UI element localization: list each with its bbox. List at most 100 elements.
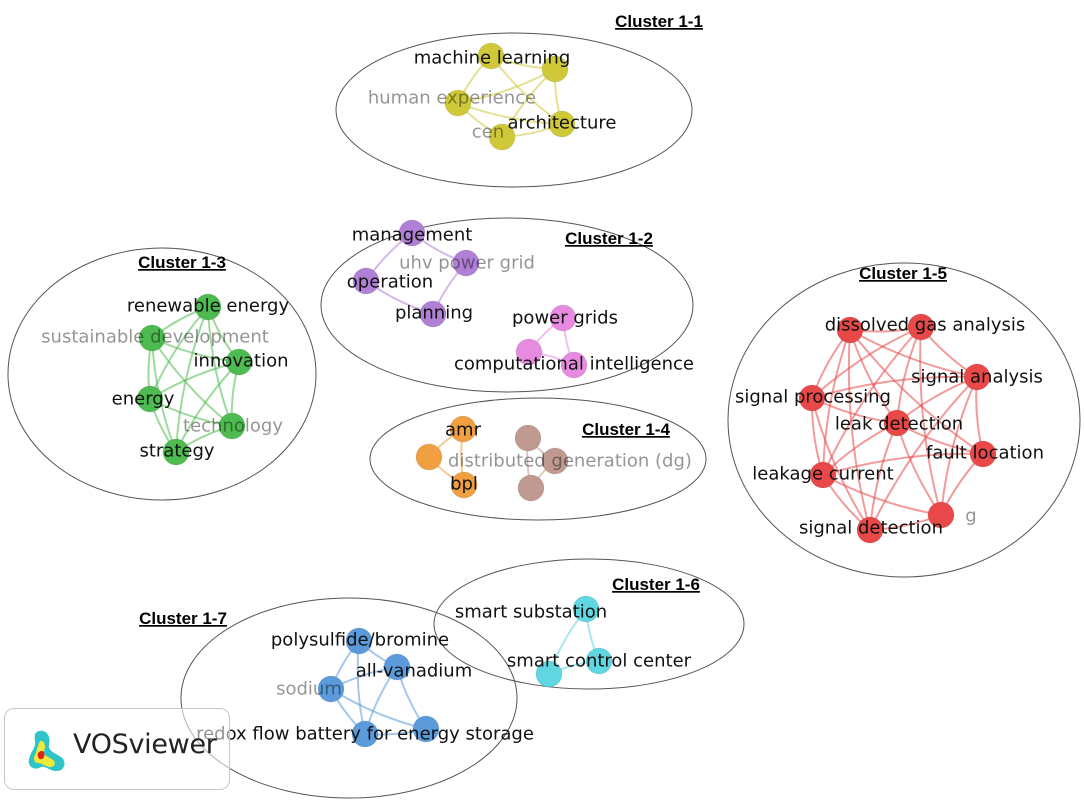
node-strategy[interactable] [162, 438, 190, 466]
node-power-grids[interactable] [549, 304, 577, 332]
cluster-ellipse-1-5 [727, 262, 1081, 578]
cluster-ellipse-1-3 [7, 247, 317, 501]
link-renewable-energy-strategy [175, 306, 209, 453]
cluster-title-1-3: Cluster 1-3 [138, 253, 226, 272]
node-label-g: g [965, 506, 976, 527]
node-label-smart-substation: smart substation [455, 602, 607, 623]
node-management[interactable] [398, 219, 426, 247]
node-bpl[interactable] [450, 471, 478, 499]
node-redox-flow[interactable] [351, 720, 379, 748]
node-label-energy: energy [112, 389, 175, 410]
node-smart-substation[interactable] [572, 595, 600, 623]
node-label-fault-location: fault location [926, 443, 1044, 464]
node-signal-analysis[interactable] [963, 363, 991, 391]
node-planning[interactable] [419, 300, 447, 328]
node-human-experience[interactable] [444, 89, 472, 117]
vosviewer-logo-text: VOSviewer [73, 729, 217, 760]
node-cen[interactable] [488, 123, 516, 151]
cluster-ellipse-1-7 [180, 597, 518, 799]
node-label-sustainable-development: sustainable development [41, 327, 269, 348]
node-label-strategy: strategy [139, 441, 214, 462]
node-sodium[interactable] [317, 675, 345, 703]
node-renewable-energy[interactable] [194, 293, 222, 321]
link-red-node-2-signal-processing [811, 326, 922, 399]
link-fault-location-leakage-current [822, 452, 984, 476]
node-orange-node-2[interactable] [415, 443, 443, 471]
node-label-management: management [352, 225, 473, 246]
node-leak-detection[interactable] [883, 409, 911, 437]
node-red-node-2[interactable] [907, 313, 935, 341]
node-sustainable-development[interactable] [138, 324, 166, 352]
cluster-title-1-4: Cluster 1-4 [582, 420, 670, 439]
cluster-ellipses [7, 32, 1081, 799]
node-label-operation: operation [347, 272, 433, 293]
node-amr[interactable] [449, 415, 477, 443]
node-label-technology: technology [183, 416, 283, 437]
node-label-signal-detection: signal detection [799, 518, 943, 539]
link-renewable-energy-technology [207, 306, 233, 427]
node-signal-detection[interactable] [856, 516, 884, 544]
node-architecture[interactable] [548, 110, 576, 138]
node-label-distributed-generation: distributed generation (dg) [448, 451, 692, 472]
cluster-titles: Cluster 1-1 Cluster 1-2 Cluster 1-3 Clus… [138, 12, 947, 628]
node-all-vanadium[interactable] [383, 653, 411, 681]
node-energy[interactable] [136, 385, 164, 413]
node-uhv-power-grid[interactable] [452, 249, 480, 277]
node-label-all-vanadium: all-vanadium [356, 661, 473, 682]
node-polysulfide-bromine[interactable] [345, 627, 373, 655]
node-label-redox-flow: redox flow battery for energy storage [196, 724, 534, 745]
vosviewer-logo: VOSviewer [4, 708, 230, 790]
node-label-smart-control-center: smart control center [507, 651, 692, 672]
node-label-signal-analysis: signal analysis [911, 367, 1043, 388]
node-dissolved-gas-analysis[interactable] [836, 316, 864, 344]
node-label-sodium: sodium [276, 679, 342, 700]
node-computational-intelligence[interactable] [560, 351, 588, 379]
node-fault-location[interactable] [969, 440, 997, 468]
node-brown-node-3[interactable] [517, 474, 545, 502]
node-label-dissolved-gas-analysis: dissolved gas analysis [825, 315, 1026, 336]
link-leakage-current-g [822, 474, 942, 516]
node-g[interactable] [927, 501, 955, 529]
cluster-ellipse-1-2 [320, 217, 694, 393]
cluster-title-1-5: Cluster 1-5 [859, 264, 947, 283]
cluster-title-1-2: Cluster 1-2 [565, 229, 653, 248]
node-smart-control-center[interactable] [585, 647, 613, 675]
node-distributed-generation[interactable] [541, 447, 569, 475]
node-label-renewable-energy: renewable energy [127, 296, 290, 317]
node-label-amr: amr [445, 420, 482, 441]
node-leakage-current[interactable] [809, 461, 837, 489]
node-label-cen: cen [472, 122, 504, 143]
vosviewer-logo-icon [28, 730, 65, 771]
link-signal-analysis-signal-processing [811, 375, 978, 399]
node-technology[interactable] [218, 412, 246, 440]
node-pink-node-3[interactable] [515, 338, 543, 366]
node-label-human-experience: human experience [368, 88, 536, 109]
cluster-title-1-7: Cluster 1-7 [139, 609, 227, 628]
link-signal-processing-signal-detection [811, 397, 871, 531]
node-cyan-node-3[interactable] [535, 660, 563, 688]
node-machine-learning[interactable] [477, 42, 505, 70]
node-label-bpl: bpl [450, 474, 478, 495]
link-dissolved-gas-analysis-signal-detection [847, 329, 871, 531]
link-polysulfide-bromine-redox-flow [356, 640, 366, 735]
node-label-architecture: architecture [508, 113, 617, 134]
cluster-ellipse-1-4 [369, 397, 707, 521]
link-signal-analysis-signal-detection [869, 376, 978, 531]
node-signal-processing[interactable] [798, 384, 826, 412]
link-dissolved-gas-analysis-leakage-current [822, 329, 851, 476]
node-label-polysulfide-bromine: polysulfide/bromine [271, 630, 449, 651]
node-label-leakage-current: leakage current [752, 464, 893, 485]
node-brown-node-1[interactable] [514, 424, 542, 452]
cluster-ellipse-1-6 [433, 558, 745, 690]
node-blue-node-5[interactable] [412, 715, 440, 743]
node-innovation[interactable] [225, 348, 253, 376]
node-label-signal-processing: signal processing [735, 387, 891, 408]
link-dissolved-gas-analysis-signal-analysis [849, 329, 978, 378]
cluster-title-1-1: Cluster 1-1 [615, 12, 703, 31]
node-operation[interactable] [352, 267, 380, 295]
node-label-leak-detection: leak detection [835, 414, 963, 435]
nodes-layer [136, 42, 997, 748]
node-label-innovation: innovation [194, 351, 289, 372]
node-yellow-node-5[interactable] [541, 55, 569, 83]
